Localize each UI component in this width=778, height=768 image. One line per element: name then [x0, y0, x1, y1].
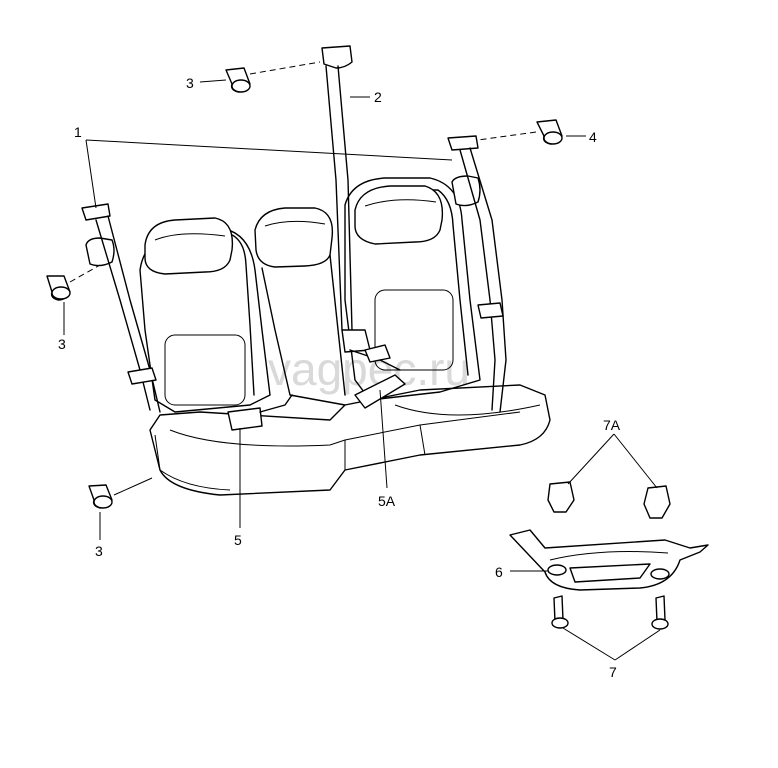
callout-7: 7 — [609, 664, 617, 680]
callout-5A: 5A — [378, 493, 396, 509]
cap-part-4 — [536, 119, 563, 145]
cap-part-3-bottom — [88, 484, 113, 509]
cap-part-3-left — [46, 275, 71, 301]
leader-lines — [63, 61, 661, 661]
callout-3-bottom: 3 — [95, 543, 103, 559]
callout-5: 5 — [234, 532, 242, 548]
callout-2: 2 — [374, 89, 382, 105]
cap-part-3-top — [225, 67, 251, 93]
callout-4: 4 — [589, 129, 597, 145]
centre-belt-part-2 — [321, 45, 401, 371]
callout-3-top: 3 — [186, 75, 194, 91]
callout-6: 6 — [495, 564, 503, 580]
bracket-assembly — [509, 481, 709, 630]
left-belt-part-1 — [81, 203, 161, 413]
rear-bench-seat — [139, 177, 551, 496]
right-belt-part-1 — [447, 135, 507, 413]
callout-7A: 7A — [603, 417, 621, 433]
callout-3-left: 3 — [58, 336, 66, 352]
buckle-part-5 — [227, 394, 293, 431]
callout-1: 1 — [74, 124, 82, 140]
